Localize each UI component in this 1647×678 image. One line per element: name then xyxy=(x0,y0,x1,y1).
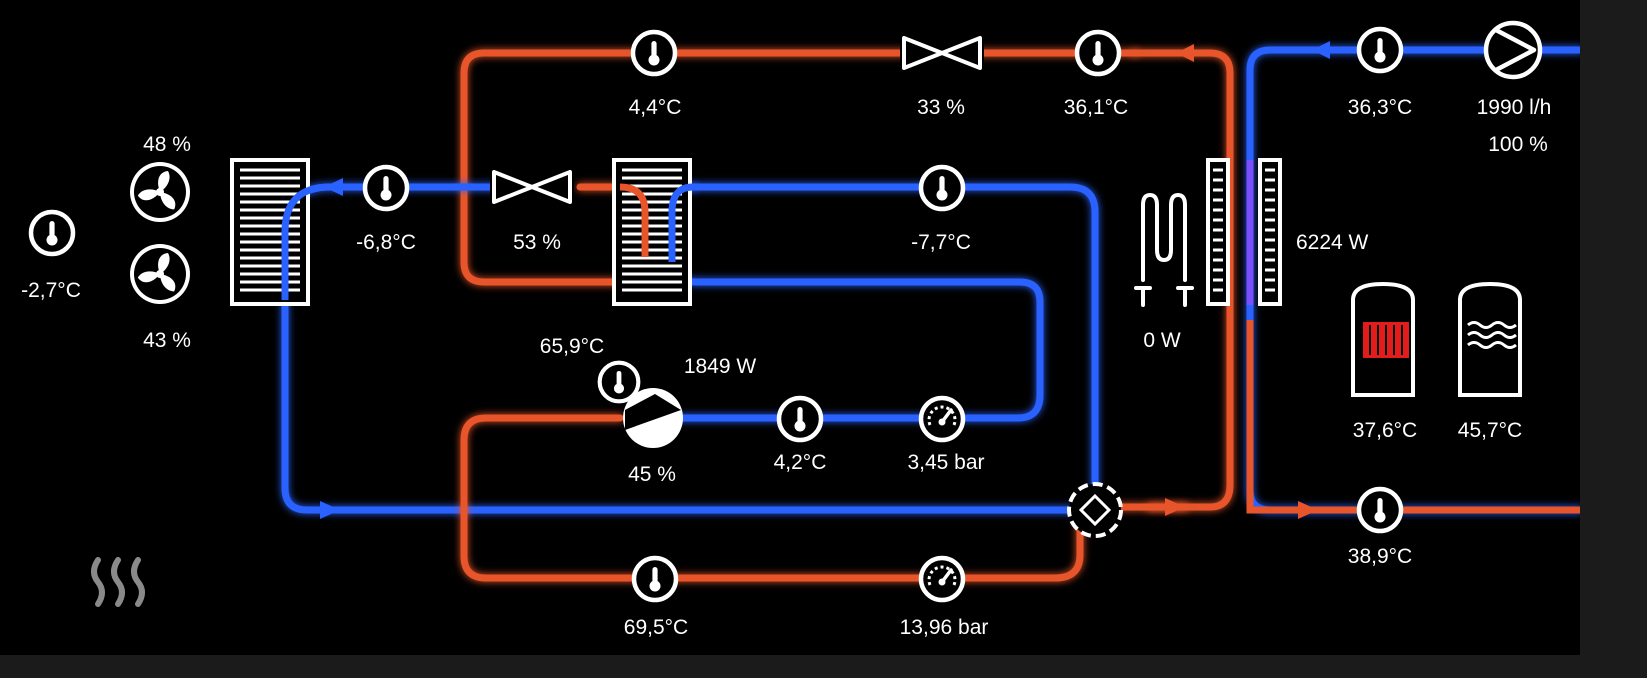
internal-heat-exchanger-icon xyxy=(612,158,692,306)
fan-bottom-speed: 43 % xyxy=(143,329,191,352)
evaporator-outlet-thermometer-icon xyxy=(365,167,407,209)
discharge-thermometer-icon xyxy=(600,363,639,402)
compressor-suction-thermometer-icon xyxy=(779,398,821,440)
circulation-pump-icon xyxy=(1483,20,1543,80)
evaporator-coil xyxy=(281,183,331,300)
ihx-warm-coil xyxy=(619,183,649,257)
condenser-power: 6224 W xyxy=(1296,231,1369,254)
refrigerant-circuit-diagram xyxy=(0,0,1580,655)
compressor-speed: 45 % xyxy=(628,463,676,486)
flow-arrow xyxy=(1312,41,1330,59)
outdoor-thermometer-icon xyxy=(31,212,73,254)
flow-arrow xyxy=(324,178,343,196)
compressor-power: 1849 W xyxy=(683,355,757,378)
flow-arrow xyxy=(320,501,340,519)
high-pressure-gauge-icon xyxy=(921,558,963,600)
evaporator-outlet-temperature: -6,8°C xyxy=(356,231,416,254)
panel-background xyxy=(0,0,1580,655)
outdoor-temperature: -2,7°C xyxy=(21,279,81,302)
electric-heater-icon xyxy=(1134,192,1194,307)
compressor-icon xyxy=(623,388,683,448)
ihx-outlet-temperature: -7,7°C xyxy=(911,231,971,254)
discharge-temperature: 65,9°C xyxy=(539,335,605,358)
suction-pressure: 3,45 bar xyxy=(907,451,985,474)
hot-water-tank-temperature: 45,7°C xyxy=(1457,419,1523,442)
buffer-tank-temperature: 37,6°C xyxy=(1352,419,1418,442)
hot-gas-temperature: 69,5°C xyxy=(623,616,689,639)
fan-bottom-icon xyxy=(130,244,190,304)
suction-pressure-gauge-icon xyxy=(921,398,963,440)
fan-top-icon xyxy=(130,162,190,222)
evaporator-heat-exchanger-icon xyxy=(230,158,310,306)
hot-water-tank-icon xyxy=(1458,281,1522,397)
heating-return-line xyxy=(1246,320,1580,514)
water-waves-icon xyxy=(1467,321,1517,349)
heating-return-thermometer-icon xyxy=(1359,489,1401,531)
fan-top-speed: 48 % xyxy=(143,133,191,156)
flow-arrow xyxy=(1298,501,1318,519)
heating-return-temperature: 38,9°C xyxy=(1347,545,1413,568)
high-pressure: 13,96 bar xyxy=(899,616,989,639)
flow-arrows xyxy=(320,41,1330,519)
ihx-cold-coil xyxy=(668,183,694,262)
compressor-suction-temperature: 4,2°C xyxy=(773,451,827,474)
heat-waves-icon xyxy=(91,557,145,607)
hot-gas-thermometer-icon xyxy=(634,558,676,600)
main-expansion-valve-icon xyxy=(490,167,574,207)
secondary-valve-opening: 33 % xyxy=(917,96,965,119)
flow-arrow xyxy=(1165,498,1185,516)
liquid-thermometer-icon xyxy=(1077,32,1119,74)
hot-gas-line xyxy=(460,414,1084,582)
buffer-tank-icon xyxy=(1351,281,1415,397)
pump-speed: 100 % xyxy=(1488,133,1548,156)
flow-arrow xyxy=(1176,44,1194,62)
main-valve-opening: 53 % xyxy=(513,231,561,254)
four-way-valve-icon xyxy=(1067,482,1123,538)
ihx-outlet-thermometer-icon xyxy=(921,167,963,209)
heating-flow: 1990 l/h xyxy=(1476,96,1552,119)
suction-temperature: 4,4°C xyxy=(628,96,682,119)
secondary-expansion-valve-icon xyxy=(900,33,984,73)
heating-supply-thermometer-icon xyxy=(1359,29,1401,71)
internal-hx-line xyxy=(689,183,1099,524)
heating-supply-temperature: 36,3°C xyxy=(1347,96,1413,119)
electric-heater-power: 0 W xyxy=(1143,329,1181,352)
liquid-temperature: 36,1°C xyxy=(1063,96,1129,119)
suction-thermometer-icon xyxy=(633,32,675,74)
